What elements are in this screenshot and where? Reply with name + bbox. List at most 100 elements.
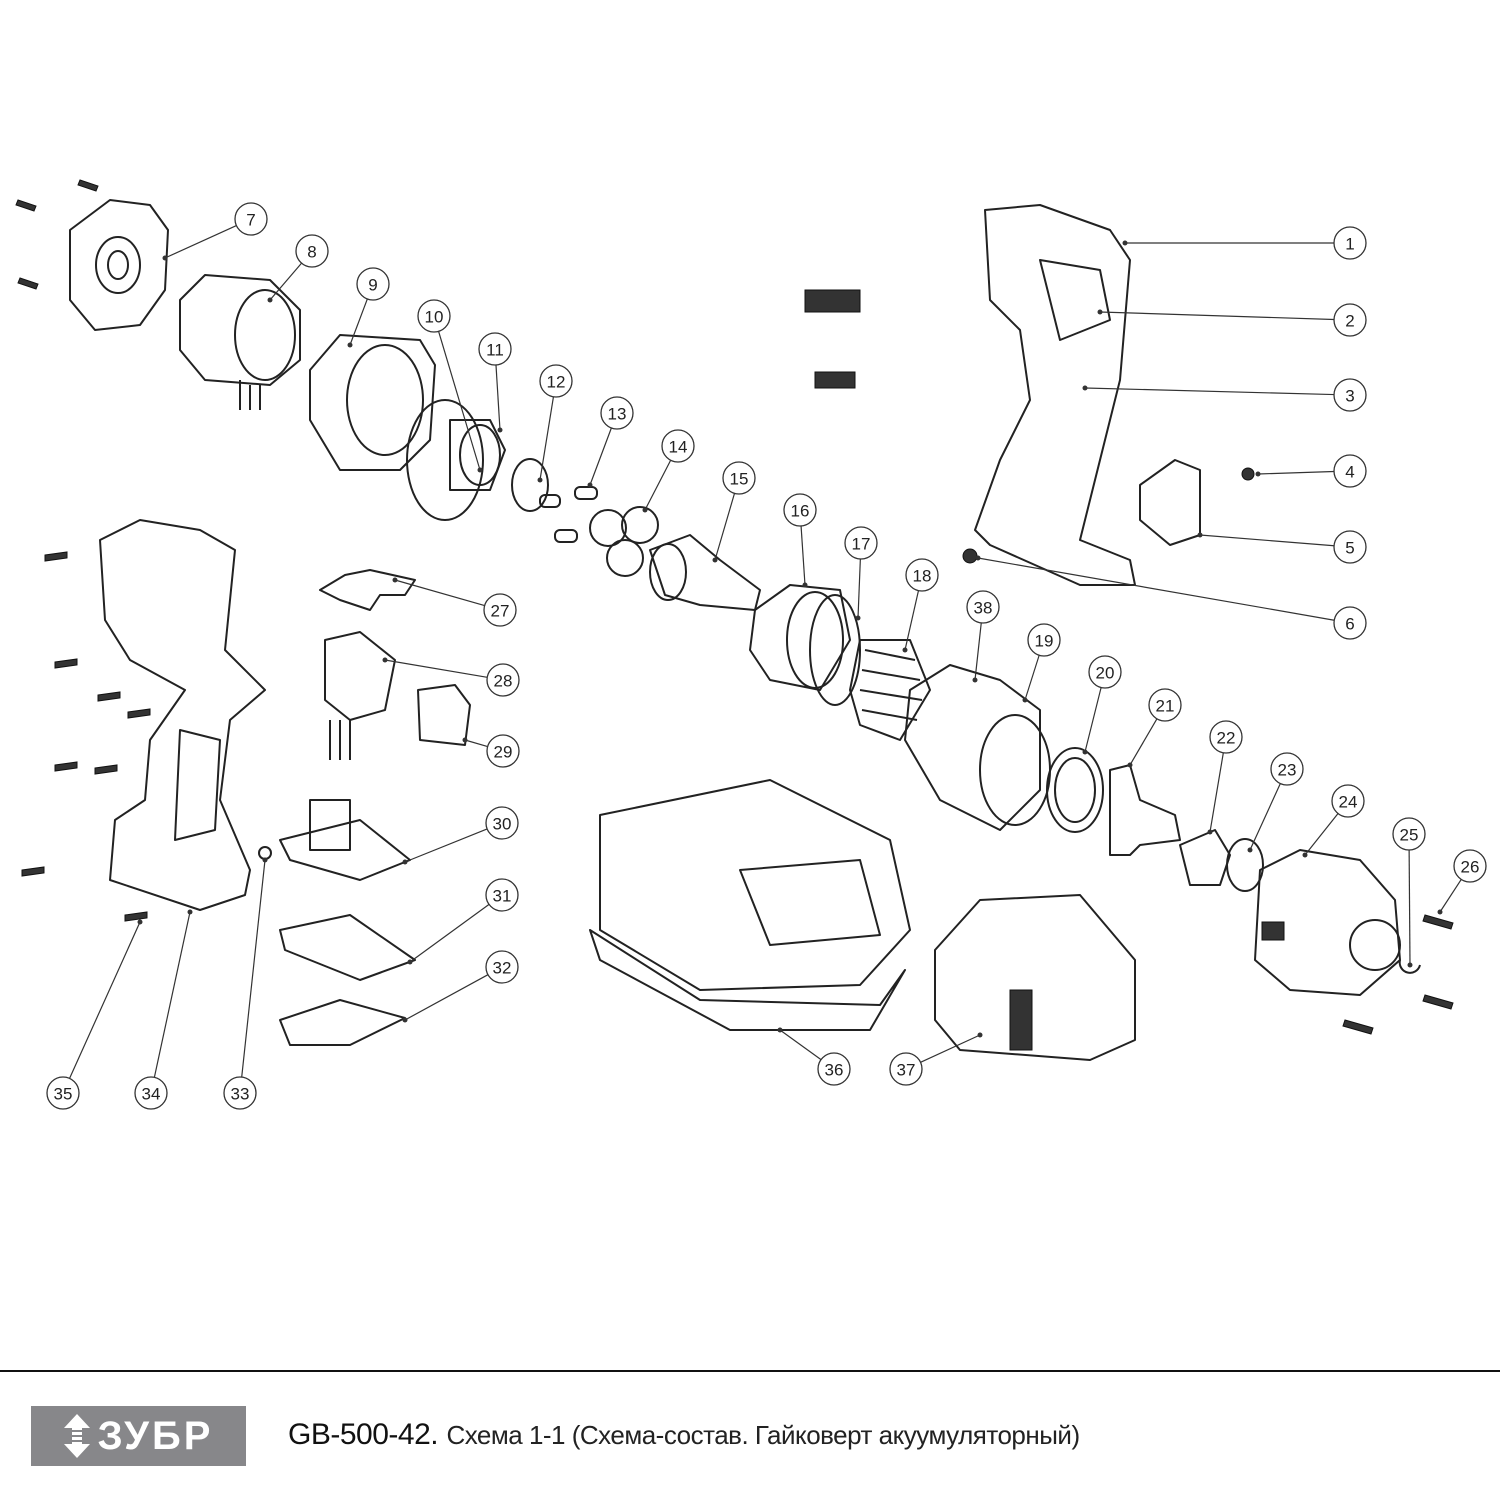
callout-9: 9 [356,267,390,301]
leader-arrow-icon [392,577,398,583]
leader-arrow-icon [407,959,413,965]
part-rear-cover [69,199,169,331]
leader-line-5 [1199,534,1335,547]
callout-number: 22 [1217,729,1236,748]
leader-arrow-icon [462,737,468,743]
leader-line-22 [1209,752,1224,833]
callout-circle [661,429,695,463]
callout-number: 6 [1345,615,1354,634]
callout-number: 16 [791,502,810,521]
callout-number: 19 [1035,632,1054,651]
callout-36: 36 [817,1052,851,1086]
part-switch-parts [279,569,471,1046]
leader-line-19 [1024,655,1040,701]
leader-line-28 [384,659,488,678]
callout-3: 3 [1333,378,1367,412]
callout-circle [1392,817,1426,851]
leader-arrow-icon [1255,471,1261,477]
part-spindle [649,534,761,611]
callout-circle [486,734,520,768]
callout-circle [485,950,519,984]
model-number: GB-500-42. [288,1418,439,1451]
callout-15: 15 [722,461,756,495]
leader-line-33 [241,859,266,1078]
leader-arrow-icon [902,647,908,653]
callout-circle [356,267,390,301]
callout-28: 28 [486,663,520,697]
callout-25: 25 [1392,817,1426,851]
callout-circle [1148,688,1182,722]
callout-number: 23 [1278,761,1297,780]
part-battery [934,894,1136,1061]
leader-line-6 [977,557,1335,621]
callout-33: 33 [223,1076,257,1110]
callout-1: 1 [1333,226,1367,260]
part-planet-gears [589,506,659,577]
callout-number: 12 [547,373,566,392]
leader-line-37 [920,1034,981,1063]
leader-arrow-icon [1437,909,1443,915]
leader-arrow-icon [1247,847,1253,853]
callout-circle [417,299,451,333]
callout-number: 38 [974,599,993,618]
leader-line-14 [644,459,672,511]
callout-number: 24 [1339,793,1358,812]
leader-arrow-icon [777,1027,783,1033]
leader-line-20 [1084,687,1102,753]
callout-circle [1209,720,1243,754]
leader-line-24 [1304,813,1339,856]
callout-21: 21 [1148,688,1182,722]
leader-line-17 [857,558,861,619]
leader-line-38 [974,622,982,681]
callout-number: 21 [1156,697,1175,716]
leader-arrow-icon [137,919,143,925]
leader-arrow-icon [497,427,503,433]
callout-circle [1333,378,1367,412]
callout-number: 5 [1345,539,1354,558]
callout-number: 35 [54,1085,73,1104]
callout-circle [485,878,519,912]
leader-line-25 [1408,849,1411,966]
leader-arrow-icon [267,297,273,303]
callout-circle [1333,226,1367,260]
callout-number: 37 [897,1061,916,1080]
leader-arrow-icon [802,582,808,588]
callout-number: 1 [1345,235,1354,254]
callout-number: 18 [913,567,932,586]
callout-19: 19 [1027,623,1061,657]
callout-circle [234,202,268,236]
callout-27: 27 [483,593,517,627]
leader-arrow-icon [1197,532,1203,538]
leader-arrow-icon [347,342,353,348]
callout-number: 7 [246,211,255,230]
callout-35: 35 [46,1076,80,1110]
leader-arrow-icon [402,1017,408,1023]
leader-arrow-icon [187,909,193,915]
leader-line-10 [438,331,481,471]
leader-line-3 [1084,387,1335,396]
leader-arrow-icon [537,477,543,483]
callout-18: 18 [905,558,939,592]
callout-circle [478,332,512,366]
leader-line-27 [394,579,485,607]
logo-text: ЗУБР [97,1413,214,1458]
callout-30: 30 [485,806,519,840]
leader-line-11 [495,364,501,431]
leader-line-13 [589,427,612,486]
leader-line-23 [1249,783,1281,851]
callout-number: 31 [493,887,512,906]
callout-number: 34 [142,1085,161,1104]
part-ring-gear [749,584,861,706]
leader-line-18 [904,590,920,651]
leader-line-16 [800,525,806,586]
leader-arrow-icon [712,557,718,563]
leader-line-15 [714,493,736,561]
callout-23: 23 [1270,752,1304,786]
leader-arrow-icon [1127,762,1133,768]
callout-number: 26 [1461,858,1480,877]
callout-number: 2 [1345,312,1354,331]
part-housing-right [804,204,1255,586]
leader-arrow-icon [1097,309,1103,315]
callout-circle [486,663,520,697]
callout-number: 13 [608,405,627,424]
